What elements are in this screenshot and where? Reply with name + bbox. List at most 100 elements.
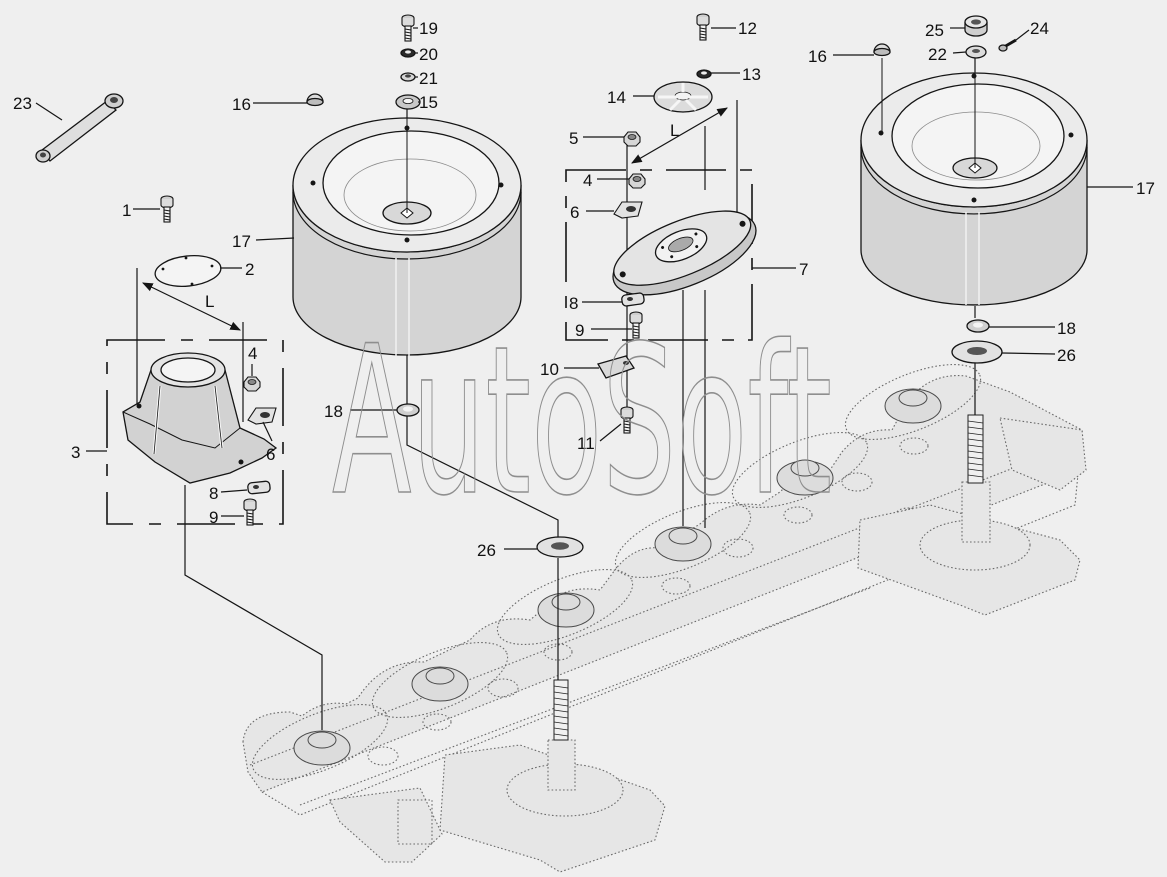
cone-hub-hole	[238, 459, 244, 465]
callout-23: 23	[13, 94, 32, 113]
washer-18-right	[966, 319, 990, 333]
center-disc-assembly	[565, 13, 757, 434]
bolt-9-left	[243, 498, 257, 526]
plate-8-center	[621, 292, 645, 307]
right-gearbox-shaft-collar	[961, 481, 991, 543]
right-drum-hole	[878, 130, 884, 136]
left-gearbox-shaft-collar	[547, 739, 576, 791]
callout-10: 10	[540, 360, 559, 379]
callout-5: 5	[569, 129, 578, 148]
cap-16-left	[306, 93, 324, 107]
left-drum-bowl	[322, 130, 500, 236]
right-drum-hole	[971, 197, 977, 203]
center-disc-dashed-frame	[565, 169, 753, 341]
screw-24	[998, 38, 1017, 52]
callout-17-left: 17	[232, 232, 251, 251]
left-dimension-arrow	[142, 282, 241, 331]
ring-25	[964, 15, 988, 37]
leader-8-left	[220, 489, 248, 493]
disc-7-bore	[668, 236, 694, 253]
idler-gear	[543, 643, 573, 661]
leader-6-left	[262, 421, 273, 442]
right-drum	[860, 58, 1088, 306]
left-drum-rim-edge	[292, 191, 522, 260]
nut-4-left	[243, 376, 261, 392]
callout-24: 24	[1030, 19, 1049, 38]
left-drum	[292, 110, 522, 356]
callout-3: 3	[71, 443, 80, 462]
bar-hub-4	[654, 526, 712, 562]
disc-housing-2	[371, 642, 509, 718]
callout-16-right: 16	[808, 47, 827, 66]
callout-13: 13	[742, 65, 761, 84]
callout-22: 22	[928, 45, 947, 64]
bar-hub-3	[537, 592, 595, 628]
washer-21	[400, 72, 416, 82]
nut-5	[623, 131, 641, 147]
right-shaft-threads	[967, 420, 984, 478]
callout-4-left: 4	[248, 344, 257, 363]
disc-housing-6	[844, 364, 982, 440]
left-bracket-slot	[397, 799, 433, 845]
leader-22	[952, 51, 967, 54]
watermark: AutoSoft	[332, 303, 832, 541]
callout-16-left: 16	[232, 95, 251, 114]
dish-14	[653, 81, 713, 113]
callout-19: 19	[419, 19, 438, 38]
bolt-12	[696, 13, 710, 41]
callout-7: 7	[799, 260, 808, 279]
bolt-1	[160, 195, 174, 223]
right-gearbox-threaded-shaft	[967, 414, 984, 484]
right-bracket-plate	[999, 417, 1087, 491]
cone-hub-3	[122, 352, 278, 484]
callout-leaders	[35, 27, 1133, 550]
cutter-bar-right-bracket	[999, 417, 1087, 491]
dimension-label-center: L	[670, 121, 679, 140]
idler-gear	[367, 746, 399, 766]
dimension-label-left: L	[205, 292, 214, 311]
right-drum-seam	[965, 212, 980, 305]
washer-22	[965, 45, 987, 59]
callout-2: 2	[245, 260, 254, 279]
right-drum-hole	[971, 73, 977, 79]
callout-8-center: 8	[569, 294, 578, 313]
callout-18-left: 18	[324, 402, 343, 421]
left-shaft-threads	[553, 685, 569, 737]
bar-hub-6	[884, 388, 942, 424]
cutter-bar-left-bracket	[329, 787, 443, 863]
callout-12: 12	[738, 19, 757, 38]
wrench-handle	[41, 100, 117, 162]
left-bracket-plate	[329, 787, 443, 863]
callout-9-center: 9	[575, 321, 584, 340]
idler-gear	[722, 538, 754, 558]
disc-7-hole	[619, 271, 626, 278]
idler-gear	[661, 577, 691, 595]
cap-16-right	[873, 43, 891, 57]
plate-6-center	[613, 201, 643, 219]
callout-26-right: 26	[1057, 346, 1076, 365]
right-gearbox	[857, 414, 1081, 616]
right-drum-fasteners	[873, 15, 1017, 364]
cone-hub-bore	[160, 357, 216, 383]
idler-gear	[487, 678, 519, 698]
left-drum-hole	[498, 182, 504, 188]
cone-hub-hole	[136, 403, 142, 409]
callout-17-right: 17	[1136, 179, 1155, 198]
bolt-19	[401, 14, 415, 42]
cone-hub-base-edge	[122, 411, 241, 449]
left-disc-axis-line	[184, 485, 323, 730]
wrench-ring-hole	[110, 97, 118, 103]
right-drum-hole	[1068, 132, 1074, 138]
idler-gear	[841, 472, 873, 492]
callout-21: 21	[419, 69, 438, 88]
callout-14: 14	[607, 88, 626, 107]
bar-hub-2	[411, 666, 469, 702]
callout-18-right: 18	[1057, 319, 1076, 338]
left-disc-assembly	[106, 195, 284, 526]
wrench-ring-hole	[40, 152, 46, 158]
disc-2	[154, 255, 222, 287]
disc-housing-1	[251, 704, 389, 780]
idler-gear	[422, 713, 452, 731]
